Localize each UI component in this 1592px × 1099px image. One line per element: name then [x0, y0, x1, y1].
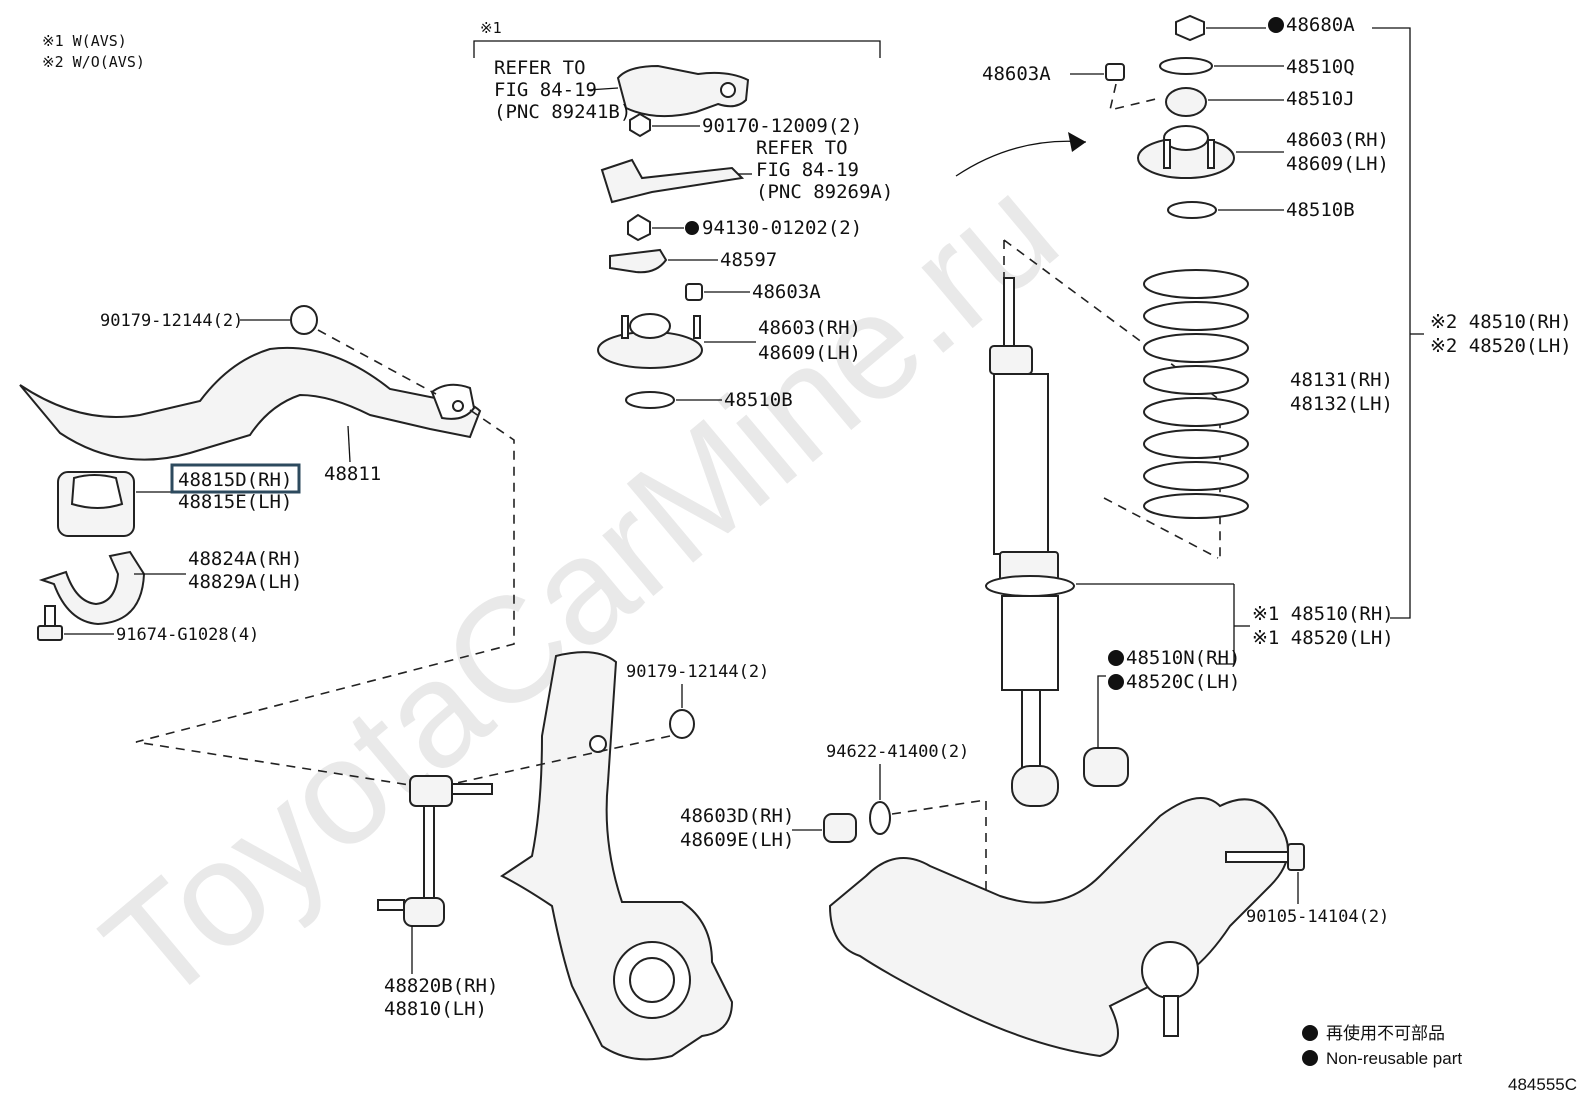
label-48609-lh-mid: 48609(LH) [758, 342, 861, 364]
washer-48510b-mid-part [625, 391, 675, 409]
height-sensor-part [616, 64, 750, 118]
label-s2-48510-rh: ※2 48510(RH) [1430, 311, 1572, 333]
label-48510n-rh: 48510N(RH) [1126, 647, 1240, 669]
strut-mount-mid-part [597, 313, 703, 369]
label-90179-12144-mid: 90179-12144(2) [626, 662, 769, 682]
bolt-90105-part [1225, 843, 1305, 871]
label-90170-12009: 90170-12009(2) [702, 115, 862, 137]
assembly-bracket [1372, 27, 1411, 619]
label-s1-48520-lh: ※1 48520(LH) [1252, 627, 1394, 649]
label-94622-41400: 94622-41400(2) [826, 742, 969, 762]
label-48609e-lh: 48609E(LH) [680, 829, 794, 851]
non-reusable-dot-94130 [685, 221, 699, 235]
bound-stopper-48510j-part [1165, 87, 1207, 117]
bushing-48510n-part [1083, 747, 1129, 787]
sensor-bracket-part [600, 158, 745, 204]
refer-label-2a: REFER TO [756, 137, 848, 159]
label-94130-01202: 94130-01202(2) [702, 217, 862, 239]
label-48609-lh-right: 48609(LH) [1286, 153, 1389, 175]
non-reusable-dot-48520c [1108, 674, 1124, 690]
group-bracket [473, 40, 881, 58]
label-48132-lh: 48132(LH) [1290, 393, 1393, 415]
nut-48680a-part [1175, 14, 1205, 42]
stabilizer-bar-end-part [430, 383, 476, 420]
non-reusable-dot-48510n [1108, 650, 1124, 666]
label-90105-14104: 90105-14104(2) [1246, 907, 1389, 927]
coil-spring-part [1143, 269, 1249, 519]
label-48811: 48811 [324, 463, 381, 485]
arrow-head [1068, 132, 1086, 152]
bracket-48597-part [609, 248, 668, 274]
label-48815e-lh: 48815E(LH) [178, 491, 292, 513]
note-with-avs: ※1 W(AVS) [42, 32, 127, 50]
label-48510j: 48510J [1286, 88, 1355, 110]
bushing-90179-top-part [290, 305, 318, 335]
strut-mount-right-part [1137, 125, 1235, 179]
stabilizer-bracket-part [38, 550, 146, 626]
non-reusable-dot-48680a [1268, 17, 1284, 33]
legend-en: Non-reusable part [1326, 1049, 1462, 1068]
refer-label-2b: FIG 84-19 [756, 159, 859, 181]
legend-dot-jp [1302, 1025, 1318, 1041]
label-48510b-mid: 48510B [724, 389, 793, 411]
stabilizer-bushing-part [57, 471, 135, 537]
stabilizer-bar-part [19, 346, 482, 461]
label-48810-lh: 48810(LH) [384, 998, 487, 1020]
refer-label-1b: FIG 84-19 [494, 79, 597, 101]
label-48603-rh-right: 48603(RH) [1286, 129, 1389, 151]
nut-48603a-mid-part [685, 283, 703, 301]
label-48680a: 48680A [1286, 14, 1355, 36]
group-tag-avs: ※1 [480, 19, 502, 37]
label-s1-48510-rh: ※1 48510(RH) [1252, 603, 1394, 625]
lower-control-arm-part [828, 797, 1289, 1058]
label-48815d-rh: 48815D(RH) [178, 469, 292, 491]
refer-label-2c: (PNC 89269A) [756, 181, 893, 203]
label-48510b-right: 48510B [1286, 199, 1355, 221]
bolt-91674-part [37, 605, 63, 641]
highlight-48815d [170, 463, 301, 494]
label-48603d-rh: 48603D(RH) [680, 805, 794, 827]
label-48824a-rh: 48824A(RH) [188, 548, 302, 570]
label-48829a-lh: 48829A(LH) [188, 571, 302, 593]
legend-dot-en [1302, 1050, 1318, 1066]
label-s2-48520-lh: ※2 48520(LH) [1430, 335, 1572, 357]
label-48603-rh-mid: 48603(RH) [758, 317, 861, 339]
steering-knuckle-part [500, 651, 734, 1061]
shock-absorber-part [985, 277, 1075, 807]
legend-jp: 再使用不可部品 [1326, 1023, 1445, 1043]
stabilizer-link-part [377, 775, 493, 927]
label-48820b-rh: 48820B(RH) [384, 975, 498, 997]
note-without-avs: ※2 W/O(AVS) [42, 53, 145, 71]
bushing-90179-mid-part [669, 709, 695, 739]
label-48597: 48597 [720, 249, 777, 271]
label-48603a-mid: 48603A [752, 281, 821, 303]
refer-label-1c: (PNC 89241B) [494, 101, 631, 123]
nut-94130-part [627, 213, 651, 242]
bushing-48603d-part [823, 813, 857, 843]
seat-48510q-part [1159, 57, 1213, 75]
label-48603a-right: 48603A [982, 63, 1051, 85]
label-48131-rh: 48131(RH) [1290, 369, 1393, 391]
washer-48510b-right-part [1167, 201, 1217, 219]
label-91674-g1028: 91674-G1028(4) [116, 625, 259, 645]
washer-94622-part [869, 801, 891, 835]
refer-label-1a: REFER TO [494, 57, 586, 79]
label-48520c-lh: 48520C(LH) [1126, 671, 1240, 693]
figure-id: 484555C [1508, 1075, 1577, 1094]
nut-90170-part [629, 112, 651, 138]
nut-48603a-right-part [1105, 63, 1125, 81]
label-48510q: 48510Q [1286, 56, 1355, 78]
label-90179-12144-top: 90179-12144(2) [100, 311, 243, 331]
